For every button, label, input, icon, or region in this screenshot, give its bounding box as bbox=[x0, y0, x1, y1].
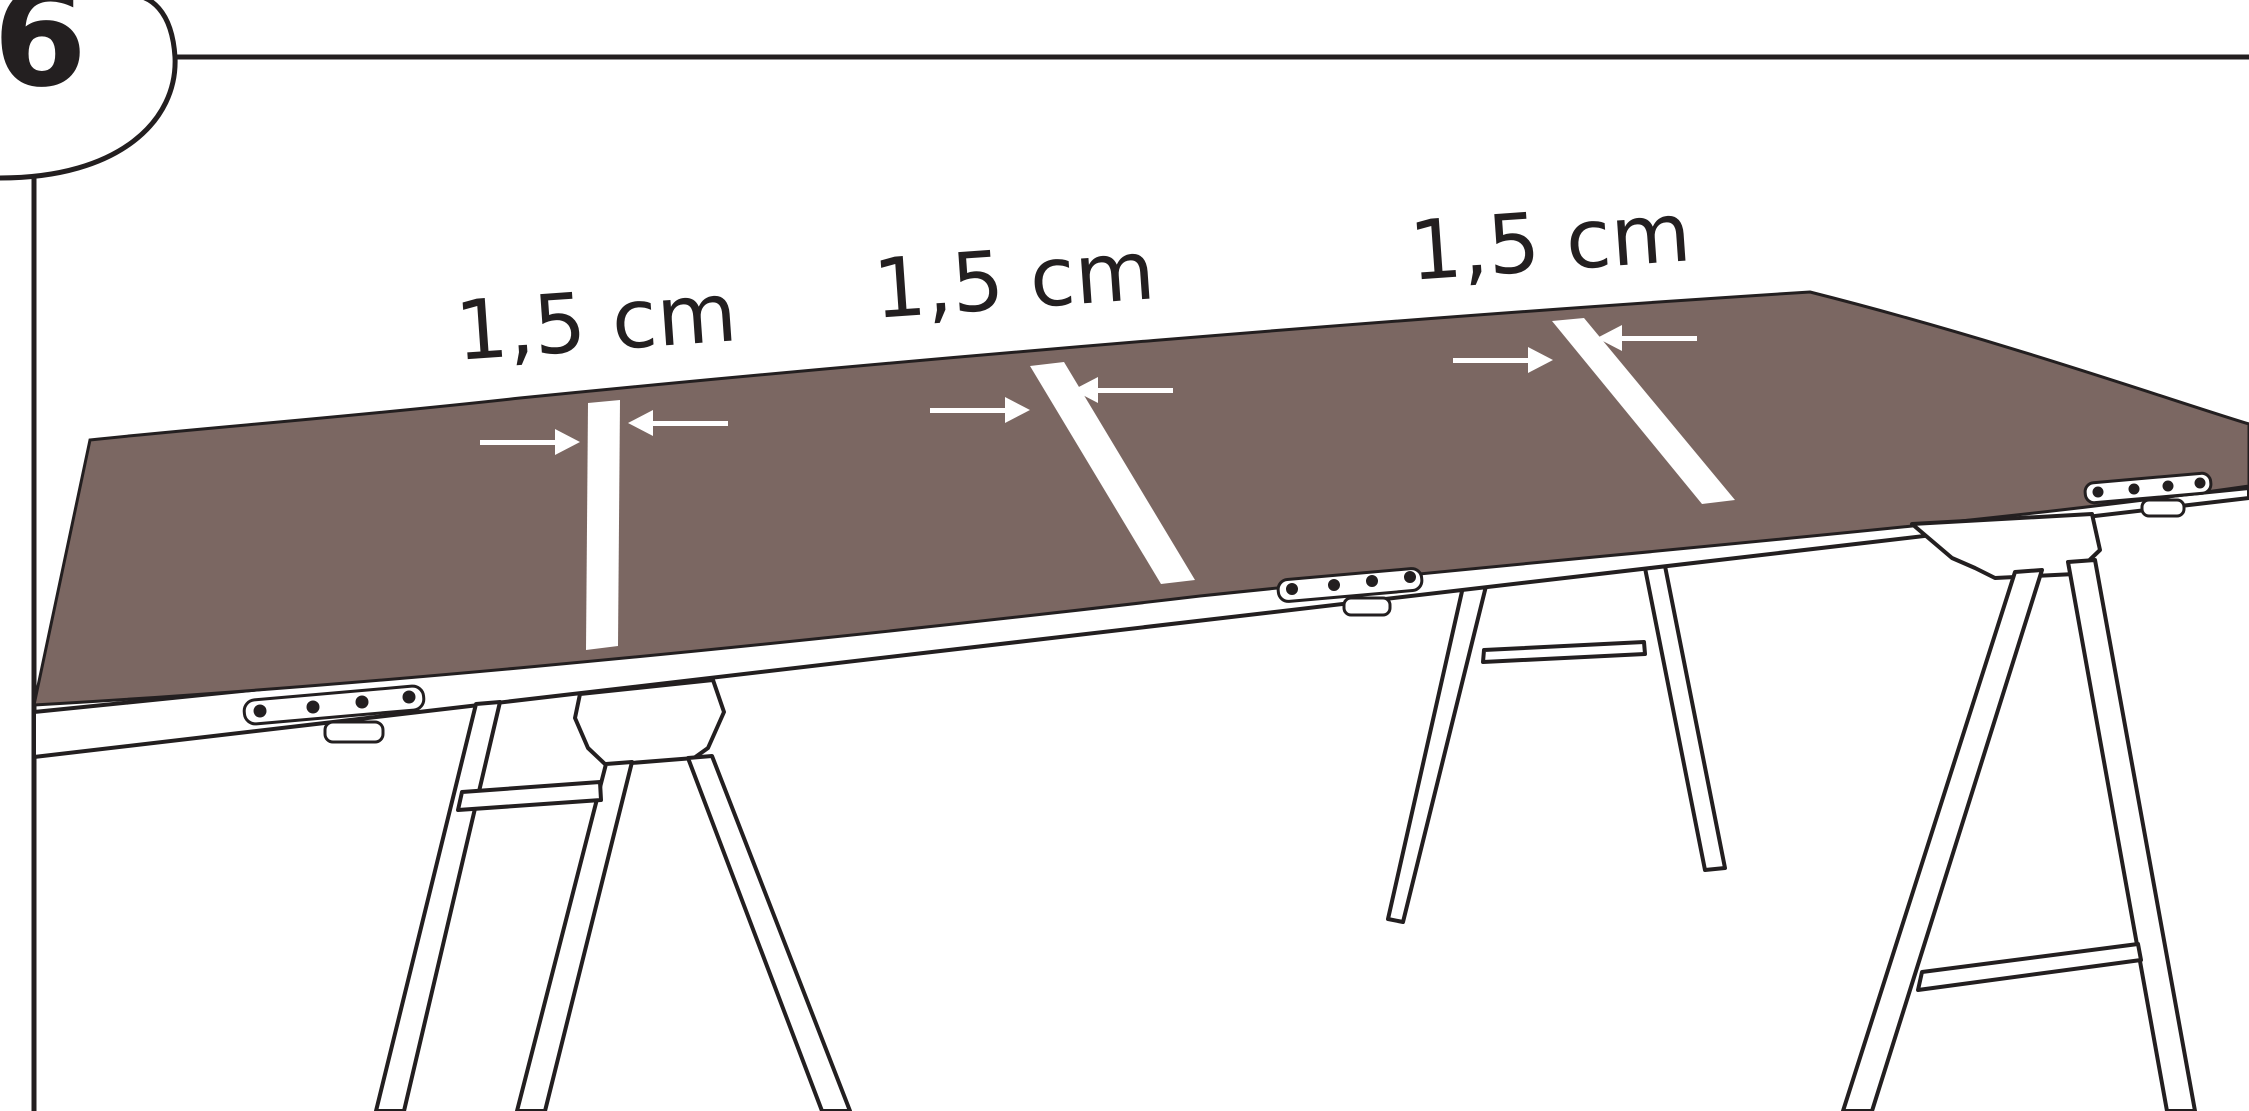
tabletop bbox=[32, 290, 2249, 759]
hinge-right bbox=[2083, 471, 2213, 518]
panel-gap-1 bbox=[586, 400, 620, 650]
trestle-back bbox=[1386, 564, 1727, 924]
trestle-front-left bbox=[374, 678, 852, 1111]
hinge-left bbox=[242, 684, 426, 744]
trestle-front-right bbox=[1841, 512, 2197, 1111]
step-number-circle bbox=[0, 0, 178, 181]
step-number: 6 bbox=[0, 0, 87, 117]
gap-arrows-2 bbox=[930, 377, 1173, 423]
gap-arrows-1 bbox=[480, 410, 728, 455]
gap-arrows-3 bbox=[1453, 325, 1697, 373]
gap-label-1: 1,5 cm bbox=[452, 265, 739, 379]
gap-label-3: 1,5 cm bbox=[1406, 185, 1693, 299]
panel-gap-2 bbox=[1030, 362, 1195, 584]
trestle-head-left bbox=[573, 678, 726, 767]
gap-label-2: 1,5 cm bbox=[870, 223, 1157, 337]
hinge-center bbox=[1276, 567, 1424, 617]
panel-gap-3 bbox=[1552, 318, 1735, 504]
